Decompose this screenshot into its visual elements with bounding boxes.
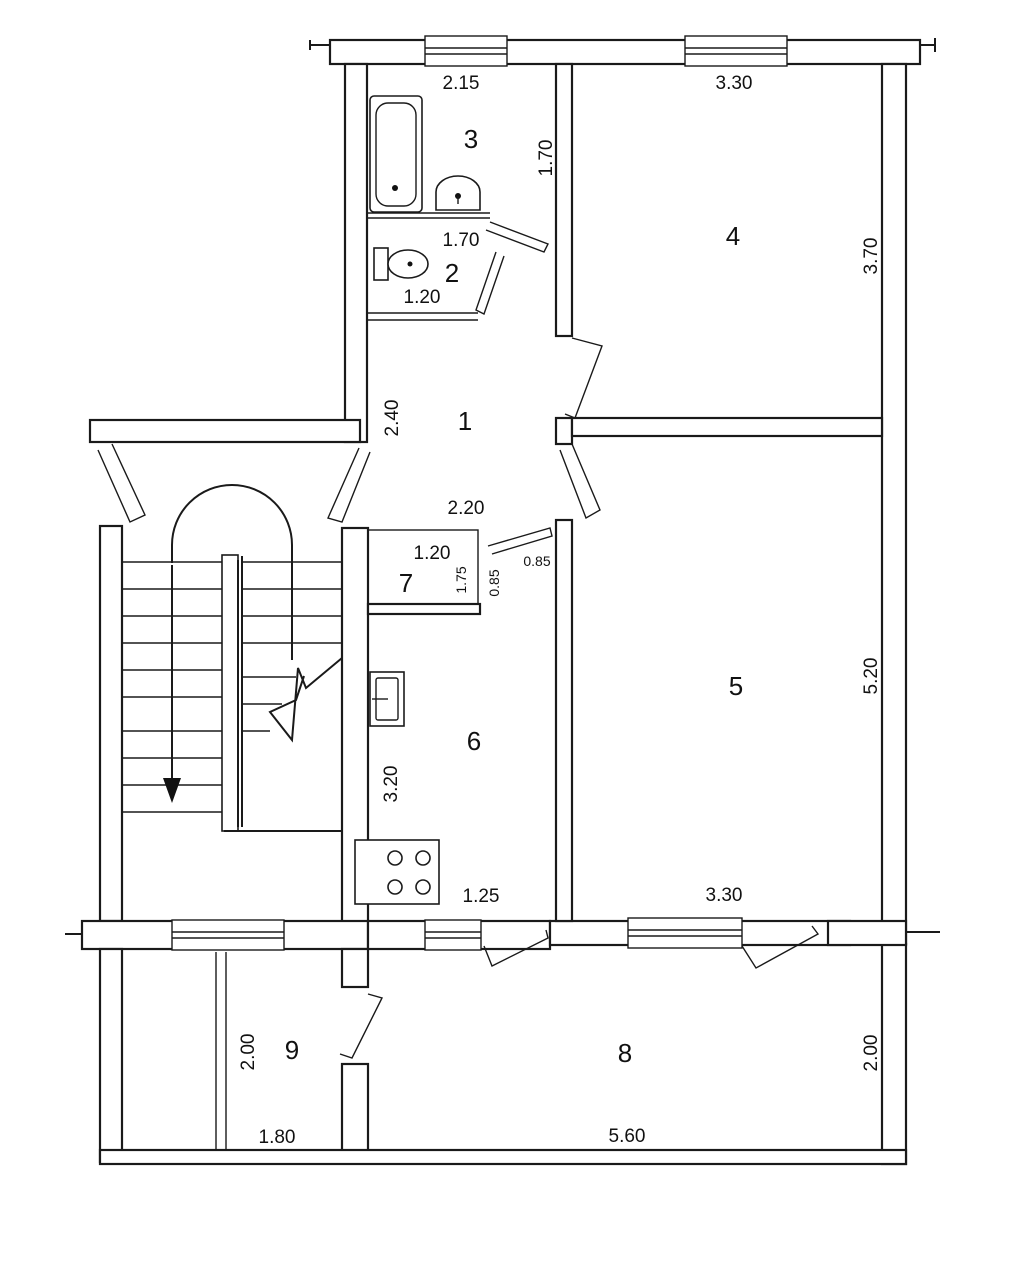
room-2-number: 2 xyxy=(445,258,459,288)
stair-direction-arrow-icon xyxy=(163,778,181,803)
room-6-number: 6 xyxy=(467,726,481,756)
room-9-number: 9 xyxy=(285,1035,299,1065)
room-9-dim-width: 1.80 xyxy=(259,1127,296,1148)
room-4-number: 4 xyxy=(726,221,740,251)
doors xyxy=(97,221,820,1059)
room-3-number: 3 xyxy=(464,124,478,154)
room-5-number: 5 xyxy=(729,671,743,701)
room-6-dim-length: 3.20 xyxy=(381,766,402,803)
fixtures xyxy=(354,95,481,905)
walls xyxy=(65,38,940,1166)
dimensions: 2.40 2.20 1.70 1.20 2.15 1.70 3.30 3.70 … xyxy=(238,73,882,1148)
room-8-dim-width: 5.60 xyxy=(609,1126,646,1147)
room-7-passage-dim: 0.85 xyxy=(523,553,550,569)
room-7-door-dim: 0.85 xyxy=(486,569,502,596)
windows xyxy=(171,35,788,951)
room-1-dim-width: 2.20 xyxy=(448,498,485,519)
room-5-dim-length: 5.20 xyxy=(861,658,882,695)
room-3-dim-length: 1.70 xyxy=(536,140,557,177)
room-7-dim-width: 1.20 xyxy=(414,543,451,564)
room-numbers: 1 2 3 4 5 6 7 8 9 xyxy=(285,124,743,1068)
room-1-number: 1 xyxy=(458,406,472,436)
staircase xyxy=(122,484,343,832)
room-5-dim-width: 3.30 xyxy=(706,885,743,906)
room-1-dim-length: 2.40 xyxy=(382,400,403,437)
toilet-tank-icon xyxy=(373,247,389,281)
room-7-dim-length: 1.75 xyxy=(453,566,469,593)
room-4-dim-length: 3.70 xyxy=(861,238,882,275)
room-8-number: 8 xyxy=(618,1038,632,1068)
bathtub-icon xyxy=(369,95,423,213)
room-3-dim-width: 2.15 xyxy=(443,73,480,94)
room-7-number: 7 xyxy=(399,568,413,598)
room-8-dim-length: 2.00 xyxy=(861,1035,882,1072)
room-6-dim-width: 1.25 xyxy=(463,886,500,907)
room-2-dim-width: 1.20 xyxy=(404,287,441,308)
room-4-dim-width: 3.30 xyxy=(716,73,753,94)
room-2-dim-length: 1.70 xyxy=(443,230,480,251)
room-9-dim-length: 2.00 xyxy=(238,1034,259,1071)
